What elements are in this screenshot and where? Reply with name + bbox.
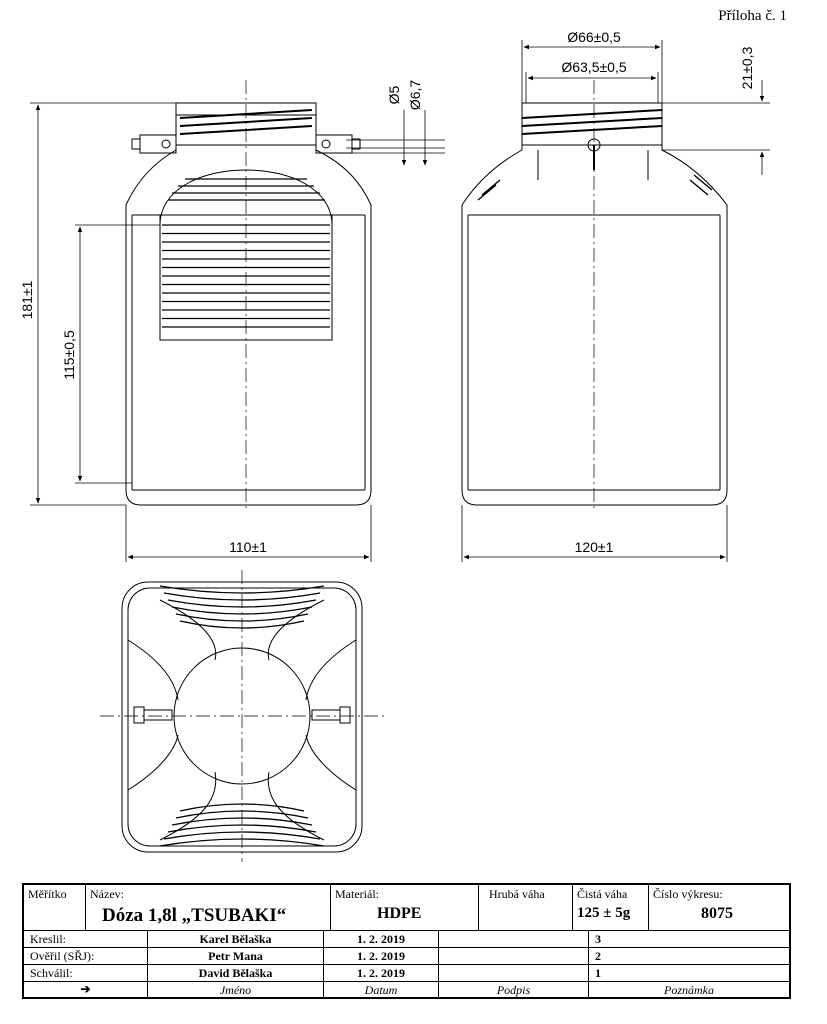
footer-signature-cell: Podpis: [439, 982, 589, 999]
row-signature-cell: [439, 948, 589, 965]
row-role: Ověřil (SŘJ):: [30, 949, 95, 963]
footer-date-cell: Datum: [324, 982, 439, 999]
net-weight-cell: Čistá váha 125 ± 5g: [573, 885, 649, 931]
row-signature-cell: [439, 931, 589, 948]
gross-weight-cell: Hrubá váha: [479, 885, 573, 931]
row-role: Schválil:: [30, 966, 73, 980]
row-note: 1: [595, 966, 601, 980]
row-person-name-cell: Karel Bělaška: [148, 931, 324, 948]
name-cell: Název: Dóza 1,8l „TSUBAKI“: [86, 885, 331, 931]
footer-note: Poznámka: [664, 983, 714, 997]
footer-name-cell: Jméno: [148, 982, 324, 999]
footer-date: Datum: [364, 983, 398, 997]
row-person-name: David Bělaška: [198, 966, 273, 980]
gross-weight-label: Hrubá váha: [489, 887, 545, 901]
material-cell: Materiál: HDPE: [331, 885, 479, 931]
footer-signature: Podpis: [496, 983, 531, 997]
footer-arrow: ➔: [80, 982, 91, 996]
row-role: Kreslil:: [30, 932, 66, 946]
drawing-number-value: 8075: [701, 905, 733, 922]
row-person-name: Petr Mana: [208, 949, 263, 963]
row-date: 1. 2. 2019: [357, 932, 405, 946]
title-block: Měřítko Název: Dóza 1,8l „TSUBAKI“ Mater…: [22, 883, 791, 999]
row-person-name: Karel Bělaška: [199, 932, 272, 946]
dim-120: 120±1: [575, 539, 614, 555]
technical-drawing: 181±1 115±0,5 110±1 Ø5 Ø6,7 Ø66±0,5 Ø63,…: [19, 29, 770, 862]
dim-d66: Ø66±0,5: [567, 29, 621, 45]
scale-cell: Měřítko: [24, 885, 86, 931]
footer-note-cell: Poznámka: [589, 982, 789, 999]
row-note: 2: [595, 949, 601, 963]
drawing-number-label: Číslo výkresu:: [653, 887, 723, 901]
row-note-cell: 2: [589, 948, 789, 965]
row-date-cell: 1. 2. 2019: [324, 931, 439, 948]
row-role-cell: Schválil:: [24, 965, 148, 982]
side-dimensions: [461, 40, 770, 562]
row-person-name-cell: Petr Mana: [148, 948, 324, 965]
row-signature-cell: [439, 965, 589, 982]
row-role-cell: Kreslil:: [24, 931, 148, 948]
material-label: Materiál:: [335, 887, 379, 901]
row-note-cell: 1: [589, 965, 789, 982]
front-dimensions: [30, 102, 445, 562]
name-label: Název:: [90, 887, 124, 901]
scale-label: Měřítko: [28, 887, 67, 901]
row-date: 1. 2. 2019: [357, 949, 405, 963]
footer-arrow-cell: ➔: [24, 982, 148, 999]
dim-181: 181±1: [19, 280, 35, 319]
dim-d6-7: Ø6,7: [407, 80, 423, 111]
name-value: Dóza 1,8l „TSUBAKI“: [102, 905, 287, 926]
row-date-cell: 1. 2. 2019: [324, 965, 439, 982]
row-date: 1. 2. 2019: [357, 966, 405, 980]
material-value: HDPE: [377, 905, 422, 922]
front-view: [125, 80, 372, 510]
side-view: [461, 80, 728, 510]
row-role-cell: Ověřil (SŘJ):: [24, 948, 148, 965]
dim-21: 21±0,3: [739, 46, 755, 89]
dim-d63-5: Ø63,5±0,5: [561, 59, 626, 75]
top-view: [100, 570, 384, 862]
dim-115: 115±0,5: [61, 330, 77, 380]
drawing-number-cell: Číslo výkresu: 8075: [649, 885, 789, 931]
row-person-name-cell: David Bělaška: [148, 965, 324, 982]
row-note: 3: [595, 932, 601, 946]
net-weight-label: Čistá váha: [577, 887, 628, 901]
dim-d5: Ø5: [386, 85, 402, 104]
net-weight-value: 125 ± 5g: [577, 905, 631, 921]
footer-name: Jméno: [219, 983, 252, 997]
row-date-cell: 1. 2. 2019: [324, 948, 439, 965]
annex-label: Příloha č. 1: [718, 8, 787, 24]
dim-110: 110±1: [229, 539, 267, 555]
row-note-cell: 3: [589, 931, 789, 948]
